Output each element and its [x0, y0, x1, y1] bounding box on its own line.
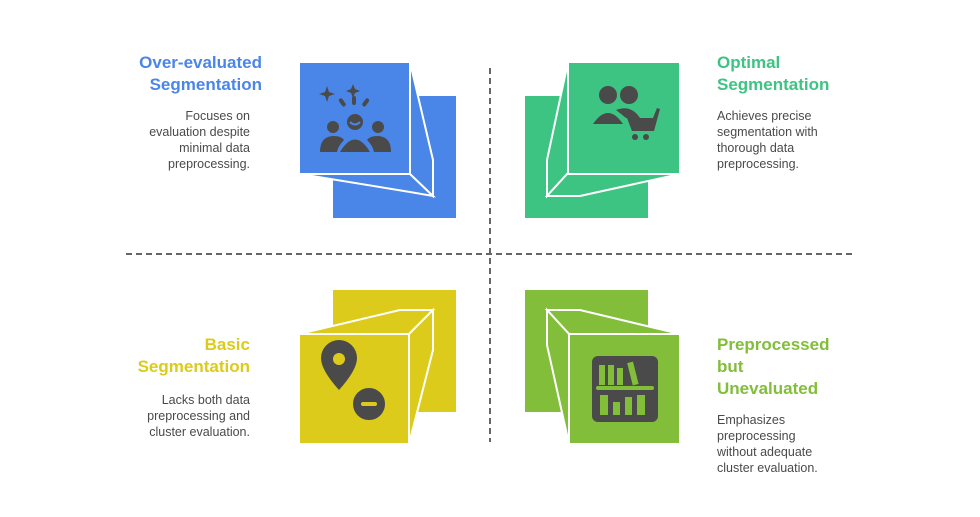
quadrant-title: Optimal Segmentation — [717, 53, 830, 94]
top-right-label: Optimal Segmentation — [717, 52, 917, 96]
top-left-description: Focuses on evaluation despite minimal da… — [149, 109, 250, 171]
celebrating-group-icon — [319, 84, 391, 152]
location-minus-icon — [321, 340, 387, 422]
bottom-left-label: Basic Segmentation — [50, 334, 250, 378]
top-right-description: Achieves precise segmentation with thoro… — [717, 109, 818, 171]
quadrant-title: Over-evaluated Segmentation — [139, 53, 262, 94]
top-left-box — [298, 61, 456, 218]
bottom-right-description: Emphasizes preprocessing without adequat… — [717, 413, 818, 475]
bottom-right-label: Preprocessed but Unevaluated — [717, 334, 917, 400]
top-left-label: Over-evaluated Segmentation — [62, 52, 262, 96]
quadrant-title: Basic Segmentation — [137, 335, 250, 376]
top-right-box — [525, 61, 681, 218]
bottom-left-box — [298, 290, 456, 445]
bottom-left-description: Lacks both data preprocessing and cluste… — [147, 393, 250, 439]
bookshelf-icon — [592, 356, 658, 422]
customers-cart-icon — [593, 86, 660, 140]
bottom-right-box — [525, 290, 681, 445]
quadrant-title: Preprocessed but Unevaluated — [717, 335, 830, 398]
